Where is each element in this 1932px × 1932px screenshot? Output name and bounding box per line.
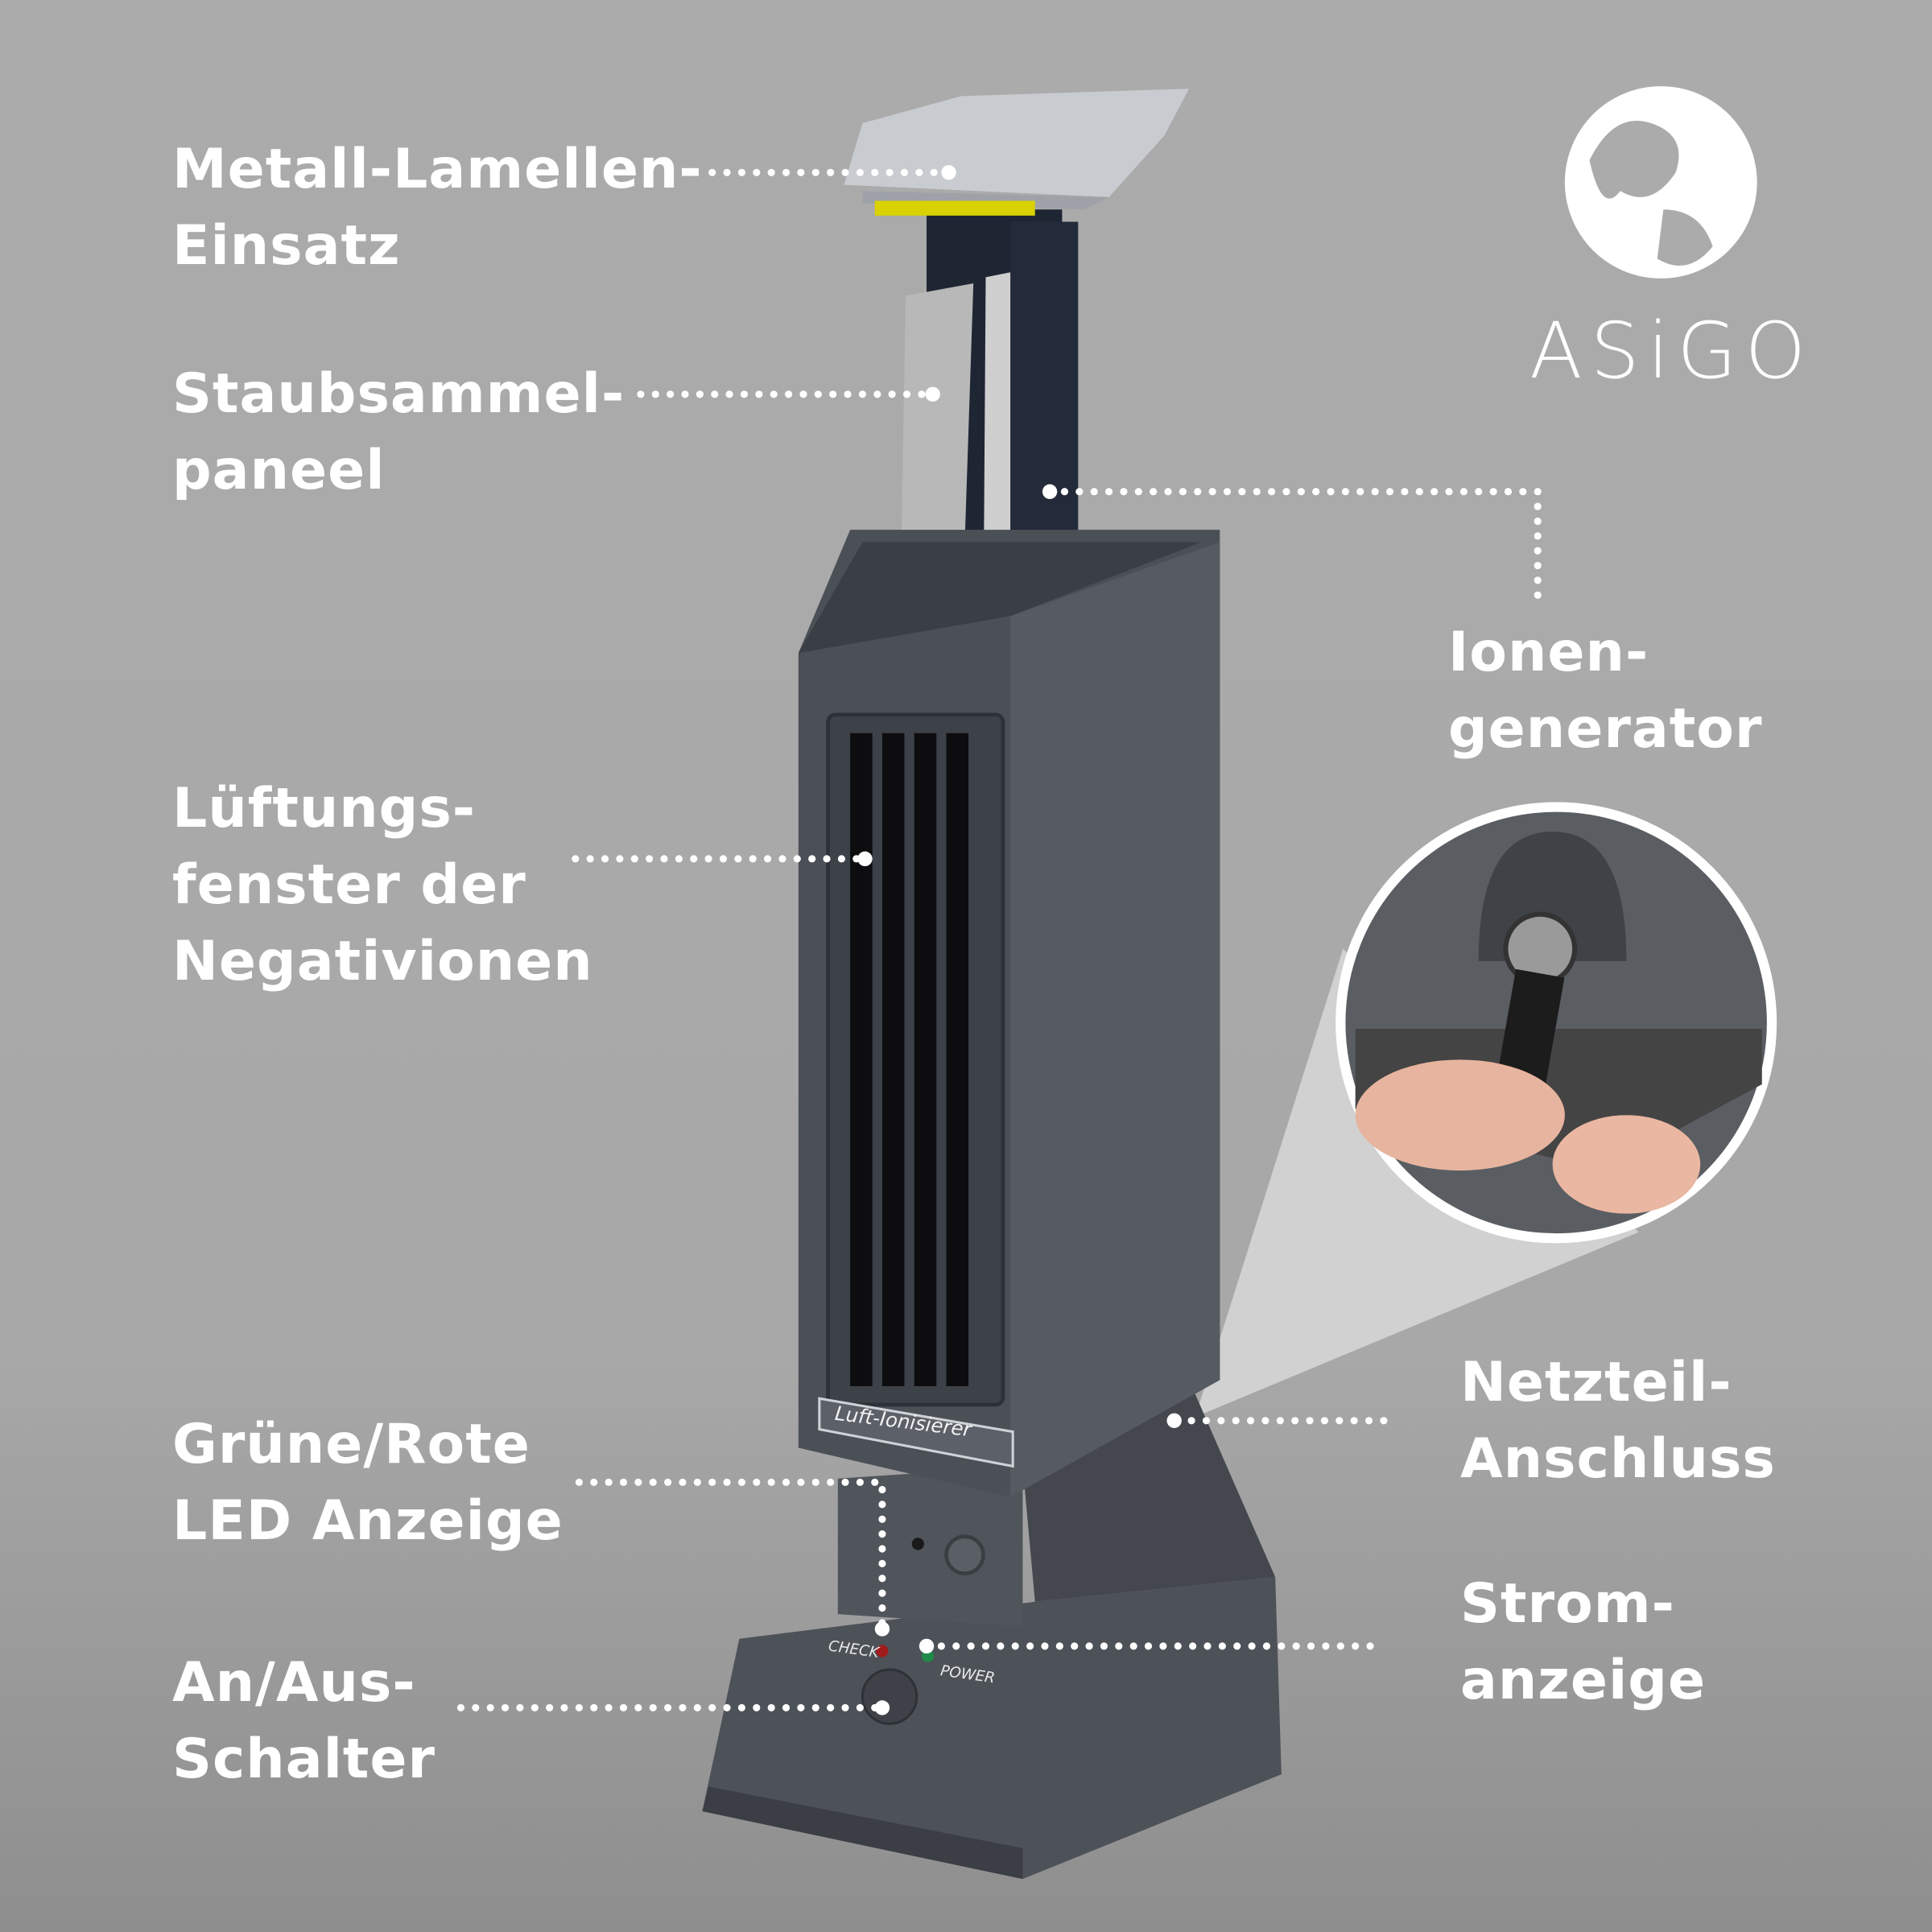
- label-line: Grüne/Rote: [172, 1413, 530, 1476]
- label-netzteil: Netzteil- Anschluss: [1460, 1344, 1776, 1497]
- label-line: Strom-: [1460, 1572, 1675, 1636]
- label-staubsammelpaneel: Staubsammel-paneel: [172, 356, 625, 509]
- label-ionengenerator: Ionen-generator: [1448, 614, 1763, 767]
- label-line: Einsatz: [172, 214, 401, 278]
- label-line: Ionen-: [1448, 621, 1649, 684]
- device-badge: [818, 1397, 1014, 1468]
- inset-connector-closeup: [1335, 802, 1777, 1244]
- label-line: An/Aus-: [172, 1651, 416, 1715]
- device-tower: Luft-Ionisierer: [798, 89, 1220, 1497]
- asigo-logo: [1564, 86, 1757, 279]
- label-line: paneel: [172, 439, 386, 502]
- leader-lines: [456, 168, 1542, 1712]
- label-line: Staubsammel-: [172, 362, 625, 426]
- label-line: LED Anzeige: [172, 1489, 564, 1553]
- device-base: CHECK POWER: [702, 1380, 1282, 1880]
- label-schalter: An/Aus- Schalter: [172, 1645, 436, 1798]
- check-led: [876, 1645, 889, 1657]
- label-line: Netzteil-: [1460, 1351, 1732, 1414]
- label-stromanzeige: Strom-anzeige: [1460, 1566, 1706, 1719]
- no-touch-icon: [944, 1534, 985, 1575]
- label-metall-lamellen: Metall-Lamellen- Einsatz: [172, 131, 703, 284]
- label-line: Metall-Lamellen-: [172, 138, 703, 201]
- label-line: Negativionen: [172, 930, 593, 993]
- label-line: Schalter: [172, 1728, 436, 1791]
- leader-endpoints: [857, 165, 1182, 1715]
- power-button[interactable]: [861, 1668, 919, 1725]
- label-line: generator: [1448, 697, 1763, 761]
- label-line: Lüftungs-: [172, 777, 477, 840]
- label-line: fenster der: [172, 853, 526, 917]
- label-line: Anschluss: [1460, 1427, 1776, 1491]
- label-line: anzeige: [1460, 1649, 1707, 1712]
- brand-name: ASiGO: [1530, 306, 1814, 396]
